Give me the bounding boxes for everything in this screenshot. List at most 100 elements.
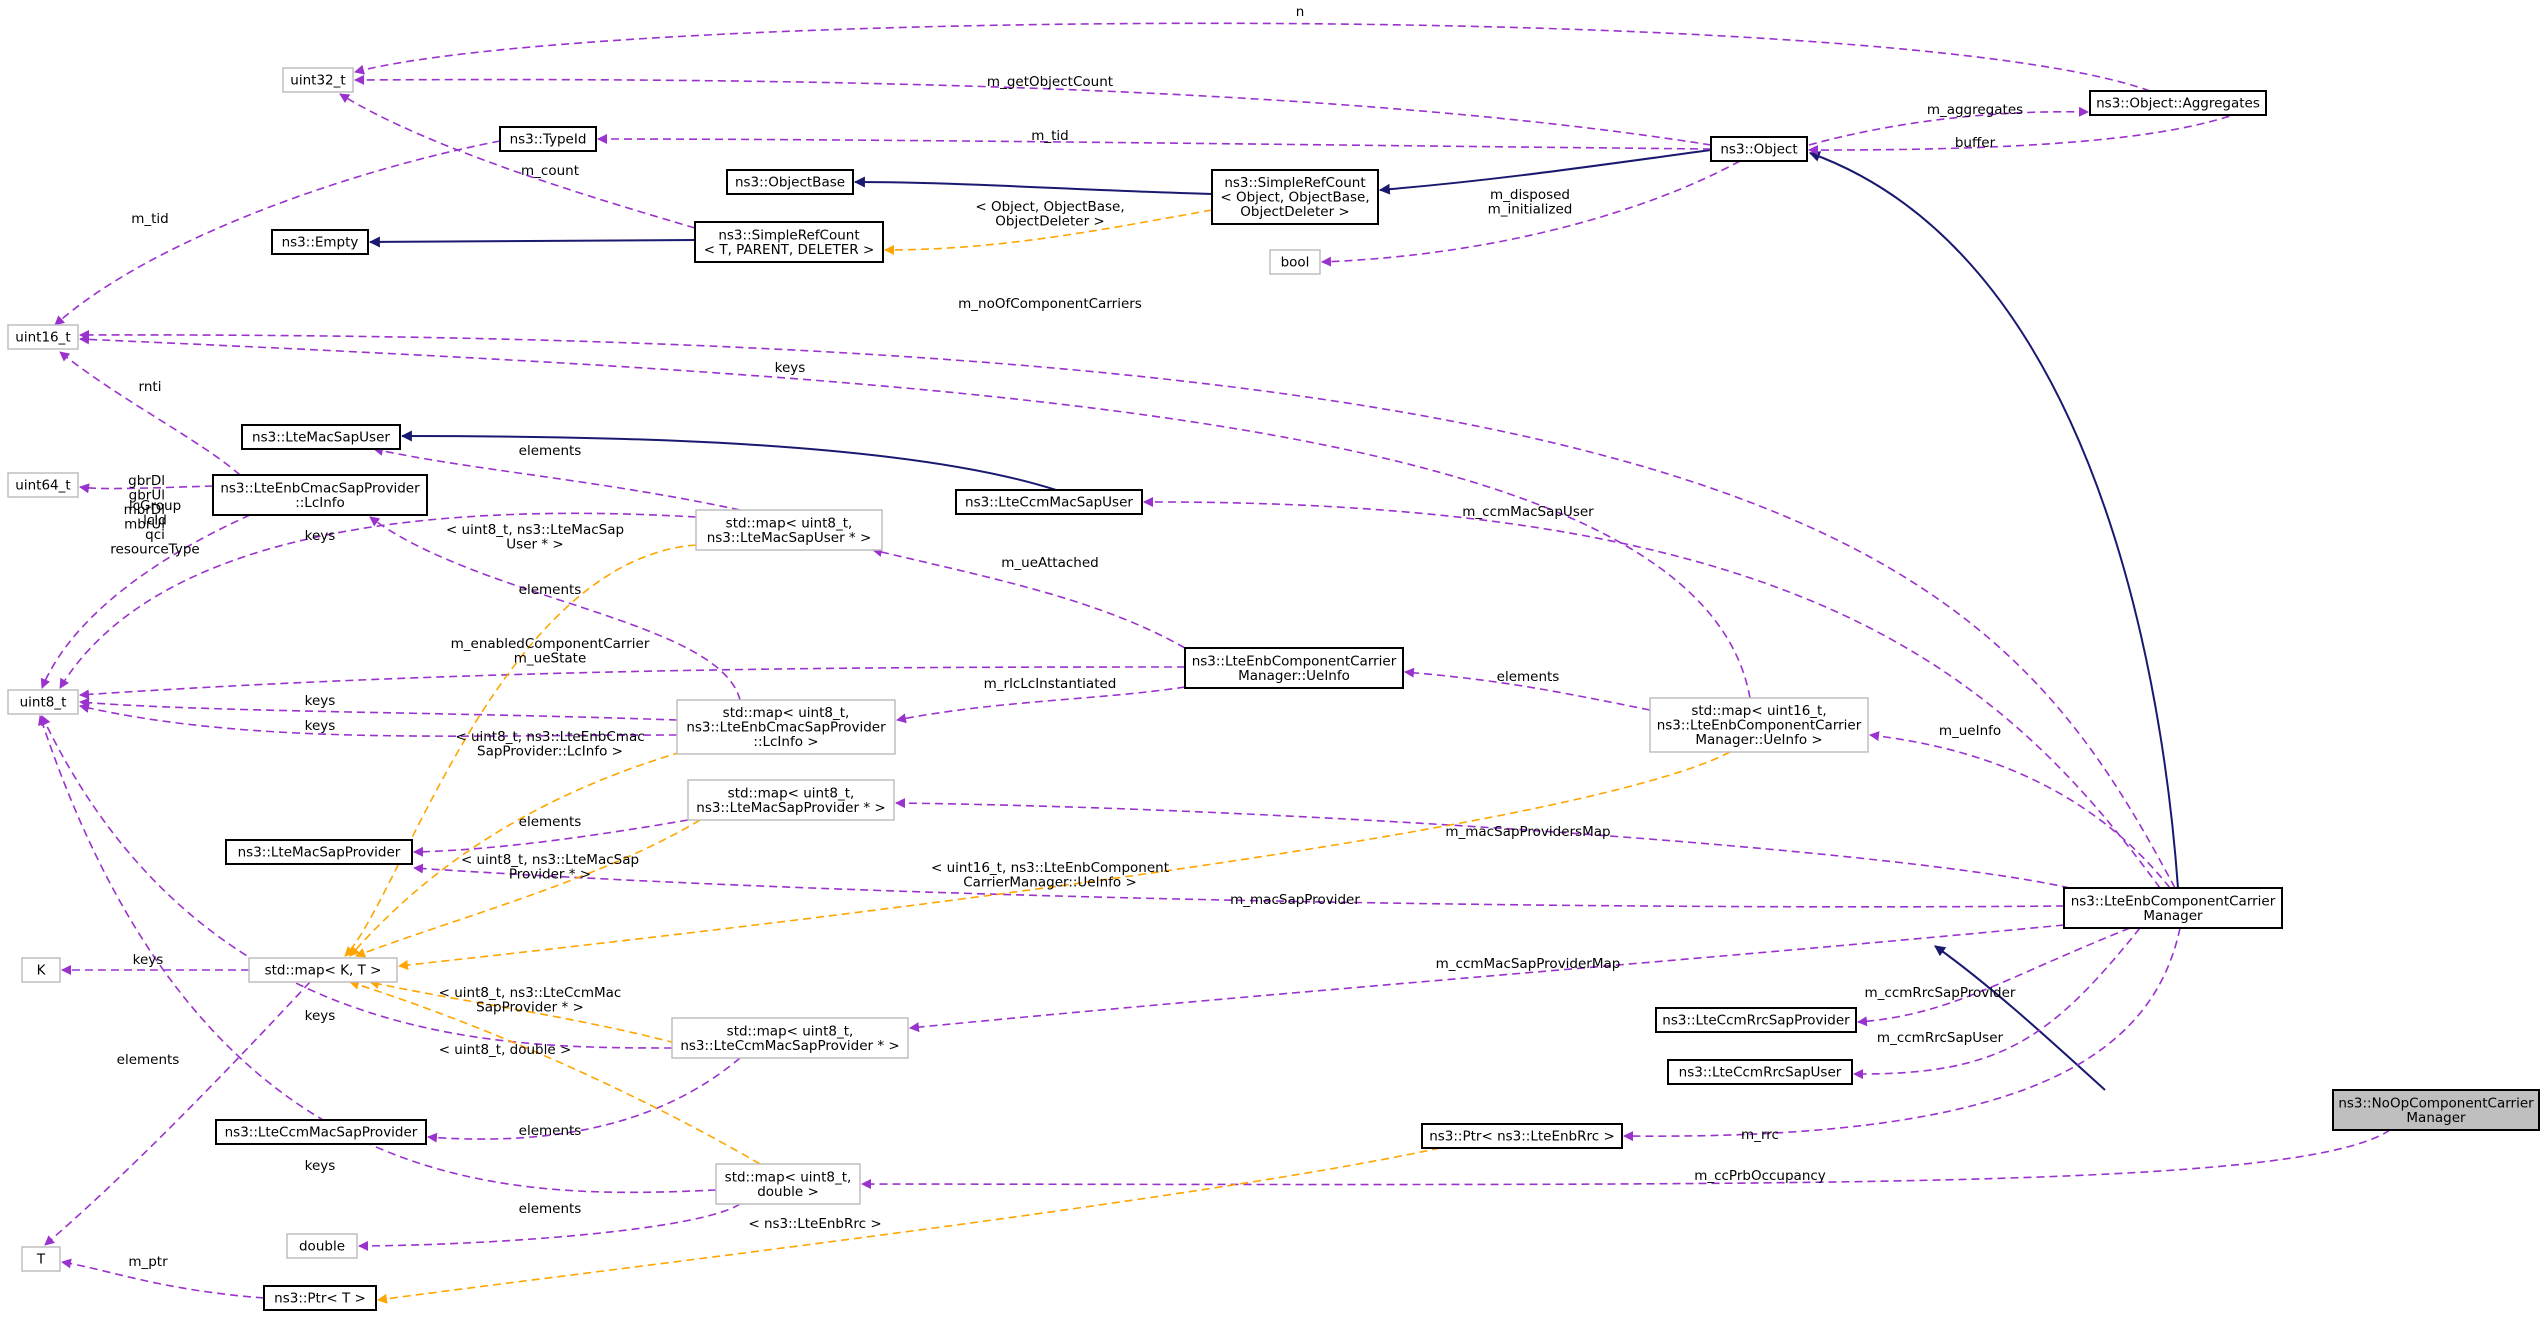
- edge-label-m-aggregates: m_aggregates: [1927, 102, 2023, 118]
- edge-label-elements-t: elements: [117, 1052, 180, 1068]
- usage-edge: [1808, 106, 2089, 146]
- class-node-map-ccmmacsapprovider: std::map< uint8_t,ns3::LteCcmMacSapProvi…: [671, 1017, 909, 1059]
- usage-edge: [358, 1203, 741, 1251]
- inheritance-edge: [853, 176, 1213, 195]
- edge-label-m-ueAttached: m_ueAttached: [1001, 555, 1098, 571]
- class-node-ccmrrcsapprovider[interactable]: ns3::LteCcmRrcSapProvider: [1655, 1007, 1857, 1033]
- class-node-double: double: [286, 1233, 358, 1259]
- usage-edge: [861, 1129, 2391, 1190]
- edge-label-m-noOfComponentCarriers: m_noOfComponentCarriers: [958, 296, 1142, 312]
- edge-label-m-ccPrbOccupancy: m_ccPrbOccupancy: [1694, 1168, 1826, 1184]
- class-node-ccmmacsapprovider[interactable]: ns3::LteCcmMacSapProvider: [215, 1119, 427, 1145]
- usage-edge: [79, 329, 2176, 889]
- svg-text:ns3::LteCcmRrcSapUser: ns3::LteCcmRrcSapUser: [1679, 1065, 1842, 1081]
- nodes: uint32_tuint16_tuint64_tuint8_tKTdoubleb…: [7, 67, 2540, 1311]
- class-node-macsapuser[interactable]: ns3::LteMacSapUser: [241, 424, 401, 450]
- edge-label-n: n: [1296, 4, 1305, 20]
- edge-label-m-ptr: m_ptr: [128, 1254, 168, 1270]
- inheritance-edge: [368, 236, 696, 248]
- usage-edge: [339, 93, 696, 229]
- usage-edge: [1404, 667, 1651, 711]
- svg-text:ns3::ObjectBase: ns3::ObjectBase: [735, 175, 845, 191]
- template-edge: [349, 744, 707, 957]
- edge-label-rnti: rnti: [139, 379, 162, 395]
- class-node-uint64-t: uint64_t: [7, 472, 79, 498]
- class-node-ccmmacsapuser[interactable]: ns3::LteCcmMacSapUser: [955, 489, 1143, 515]
- usage-edge: [427, 1057, 741, 1143]
- class-node-ccmrrcsapuser[interactable]: ns3::LteCcmRrcSapUser: [1667, 1059, 1853, 1085]
- svg-text:ns3::Object: ns3::Object: [1720, 142, 1797, 158]
- svg-text:ns3::Object::Aggregates: ns3::Object::Aggregates: [2096, 96, 2260, 112]
- usage-edge: [1857, 927, 2131, 1027]
- svg-text:ns3::SimpleRefCount< Object, O: ns3::SimpleRefCount< Object, ObjectBase,…: [1220, 175, 1369, 220]
- class-node-macsapprovider[interactable]: ns3::LteMacSapProvider: [225, 839, 413, 865]
- class-node-lcinfo[interactable]: ns3::LteEnbCmacSapProvider::LcInfo: [212, 474, 428, 516]
- edge-label-m-ccmRrcSapUser: m_ccmRrcSapUser: [1877, 1030, 2004, 1046]
- svg-text:std::map< K, T >: std::map< K, T >: [265, 963, 382, 979]
- edge-label-keys-lcinfo-2: keys: [305, 718, 336, 734]
- class-node-empty[interactable]: ns3::Empty: [271, 229, 369, 255]
- class-node-map-double: std::map< uint8_t,double >: [715, 1163, 861, 1205]
- edge-label-m-rlcLcInstantiated: m_rlcLcInstantiated: [984, 676, 1117, 692]
- edge-label-keys-lcinfo-1: keys: [305, 693, 336, 709]
- usage-edge: [79, 666, 1186, 700]
- usage-edge: [40, 514, 251, 689]
- class-node-aggregates[interactable]: ns3::Object::Aggregates: [2089, 90, 2267, 116]
- usage-edge: [354, 22, 2151, 92]
- svg-text:K: K: [37, 963, 47, 979]
- edge-label-m-macSapProvider: m_macSapProvider: [1230, 892, 1360, 908]
- usage-edge: [373, 446, 741, 511]
- svg-text:ns3::LteCcmMacSapProvider: ns3::LteCcmMacSapProvider: [225, 1125, 418, 1141]
- svg-text:ns3::LteCcmRrcSapProvider: ns3::LteCcmRrcSapProvider: [1662, 1013, 1850, 1029]
- class-node-ptr-t[interactable]: ns3::Ptr< T >: [263, 1285, 377, 1311]
- svg-text:std::map< uint8_t,ns3::LteMacS: std::map< uint8_t,ns3::LteMacSapProvider…: [696, 785, 885, 816]
- svg-text:ns3::Ptr< T >: ns3::Ptr< T >: [274, 1291, 366, 1307]
- svg-text:uint16_t: uint16_t: [15, 330, 70, 346]
- usage-edge: [59, 351, 241, 476]
- edge-label-elements-ccmmac: elements: [519, 1123, 582, 1139]
- svg-text:ns3::LteCcmMacSapUser: ns3::LteCcmMacSapUser: [965, 495, 1133, 511]
- class-node-uint8-t: uint8_t: [7, 689, 79, 715]
- edge-label-elements-double: elements: [519, 1201, 582, 1217]
- edge-label-m-ueInfo: m_ueInfo: [1939, 723, 2001, 739]
- class-node-uint16-t: uint16_t: [7, 324, 79, 350]
- edge-label-m-tid-u16: m_tid: [131, 211, 169, 227]
- class-node-objectbase[interactable]: ns3::ObjectBase: [726, 169, 854, 195]
- inheritance-edge: [1808, 151, 2179, 889]
- svg-text:std::map< uint8_t,ns3::LteCcmM: std::map< uint8_t,ns3::LteCcmMacSapProvi…: [680, 1023, 899, 1054]
- class-node-map-macsapprovider: std::map< uint8_t,ns3::LteMacSapProvider…: [687, 779, 895, 821]
- edge-label-m-ccmMacSapUser: m_ccmMacSapUser: [1462, 504, 1594, 520]
- svg-text:ns3::TypeId: ns3::TypeId: [510, 132, 587, 148]
- class-node-ptr-rrc[interactable]: ns3::Ptr< ns3::LteEnbRrc >: [1421, 1123, 1623, 1149]
- svg-text:uint32_t: uint32_t: [290, 73, 345, 89]
- usage-edge: [79, 703, 678, 737]
- class-node-srcount-obj[interactable]: ns3::SimpleRefCount< Object, ObjectBase,…: [1211, 169, 1379, 225]
- edge-labels: nm_getObjectCountm_tidm_countm_tidm_aggr…: [110, 4, 2023, 1270]
- edge-label-elements-macsapprovider: elements: [519, 814, 582, 830]
- usage-edge: [79, 483, 214, 494]
- usage-edge: [1143, 496, 2161, 889]
- class-node-map-kt: std::map< K, T >: [248, 957, 398, 983]
- class-node-object[interactable]: ns3::Object: [1710, 136, 1808, 162]
- usage-edge: [896, 686, 1186, 724]
- class-node-srcount-tpl[interactable]: ns3::SimpleRefCount< T, PARENT, DELETER …: [694, 221, 884, 263]
- usage-edge: [909, 924, 2065, 1033]
- edge-label-args-map-double: < uint8_t, double >: [439, 1042, 572, 1058]
- svg-text:std::map< uint8_t,ns3::LteMacS: std::map< uint8_t,ns3::LteMacSapUser * >: [707, 515, 872, 546]
- svg-text:ns3::Empty: ns3::Empty: [282, 235, 359, 251]
- class-node-typeid[interactable]: ns3::TypeId: [499, 126, 597, 152]
- class-node-bool: bool: [1269, 249, 1321, 275]
- template-edge: [398, 751, 1731, 970]
- class-node-map-ueinfo: std::map< uint16_t,ns3::LteEnbComponentC…: [1649, 697, 1869, 753]
- class-node-uint32-t: uint32_t: [282, 67, 354, 93]
